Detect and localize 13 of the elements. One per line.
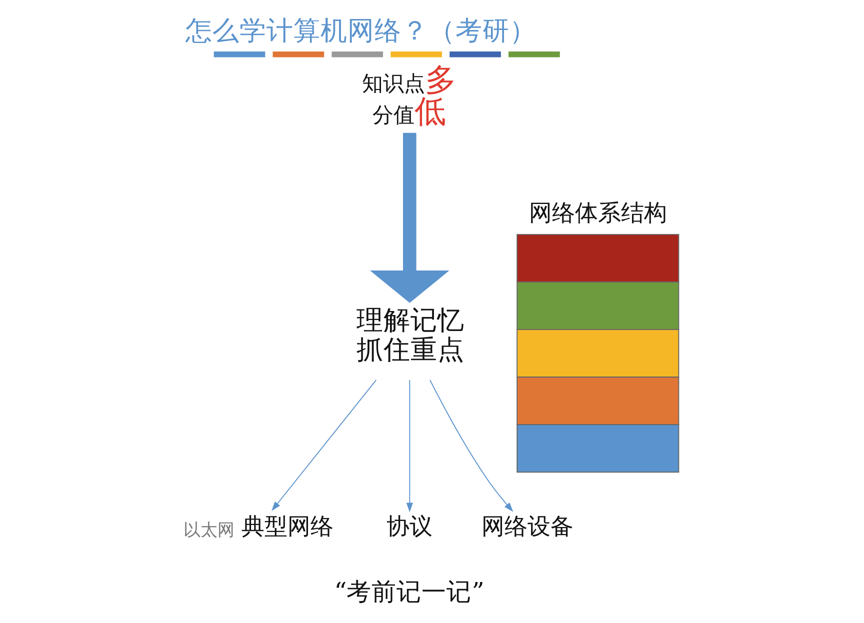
node-label: 以太网 xyxy=(183,520,234,540)
node-text: 网络设备 xyxy=(481,514,574,540)
arrow xyxy=(406,380,413,512)
label: “考前记一记” xyxy=(334,576,484,606)
arrow xyxy=(272,380,377,511)
node-text: 知识点多 分值低 xyxy=(362,62,456,130)
node-label: 网络体系结构 xyxy=(528,200,667,226)
arrow xyxy=(370,132,450,303)
arrow xyxy=(429,380,514,512)
diagram-title: 怎么学计算机网络？（考研） xyxy=(185,16,536,47)
node-text: 协议 xyxy=(386,514,432,540)
node-text: 理解记忆 抓住重点 xyxy=(356,304,464,366)
node-text: 典型网络 xyxy=(241,514,334,540)
